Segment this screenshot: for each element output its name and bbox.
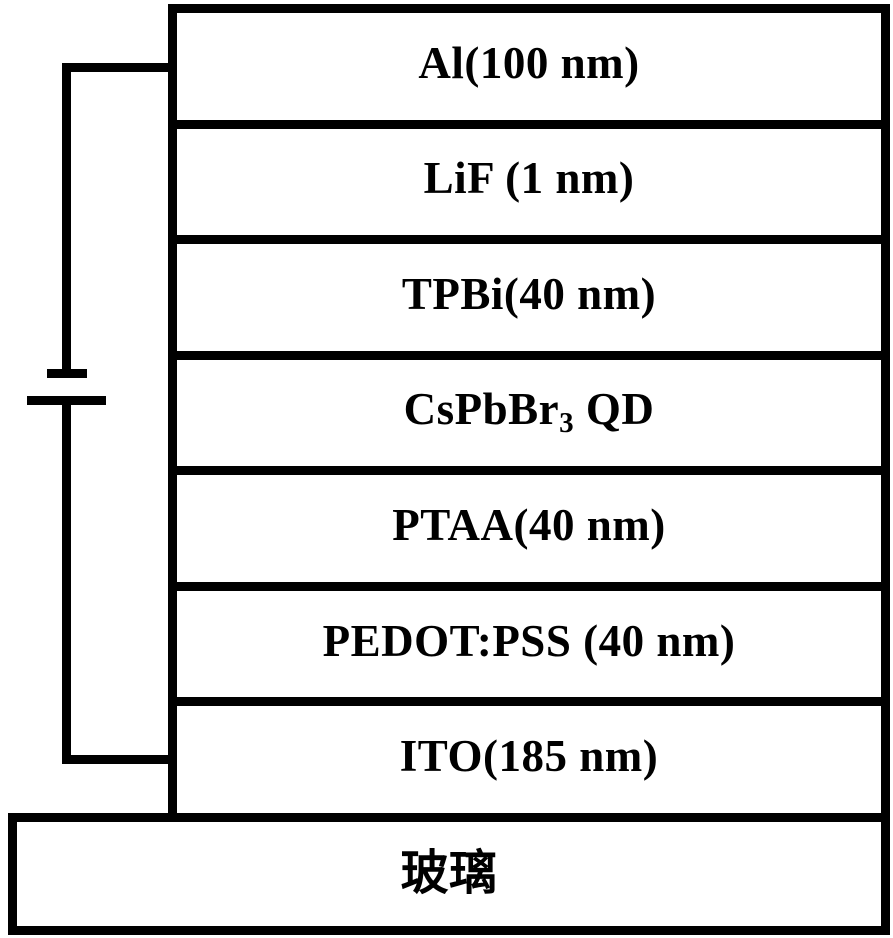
substrate-glass: 玻璃 bbox=[8, 813, 890, 935]
layer-tpbi: TPBi(40 nm) bbox=[177, 244, 881, 360]
layer-label-ptaa: PTAA(40 nm) bbox=[392, 500, 666, 551]
wire-vertical-upper bbox=[62, 63, 71, 369]
layer-label-lif: LiF (1 nm) bbox=[423, 153, 635, 204]
layer-label-cspbbr3-qd: CsPbBr3 QD bbox=[403, 384, 655, 440]
layer-label-pedot-pss: PEDOT:PSS (40 nm) bbox=[322, 615, 736, 666]
layer-cspbbr3-qd: CsPbBr3 QD bbox=[177, 359, 881, 476]
wire-bottom-to-anode bbox=[62, 755, 172, 764]
layer-label-al: Al(100 nm) bbox=[418, 37, 640, 88]
layer-ito: ITO(185 nm) bbox=[177, 706, 881, 814]
layer-ptaa: PTAA(40 nm) bbox=[177, 475, 881, 591]
layer-label-ito: ITO(185 nm) bbox=[399, 731, 659, 782]
layer-pedot-pss: PEDOT:PSS (40 nm) bbox=[177, 590, 881, 707]
layer-lif: LiF (1 nm) bbox=[177, 128, 881, 245]
layer-al: Al(100 nm) bbox=[177, 13, 881, 129]
substrate-label: 玻璃 bbox=[400, 847, 498, 900]
layer-stack: Al(100 nm) LiF (1 nm) TPBi(40 nm) CsPbBr… bbox=[168, 4, 890, 822]
layer-label-tpbi: TPBi(40 nm) bbox=[401, 268, 657, 319]
battery-negative-plate-icon bbox=[47, 369, 87, 378]
wire-vertical-lower bbox=[62, 405, 71, 764]
wire-top-to-cathode bbox=[62, 63, 172, 72]
battery-positive-plate-icon bbox=[27, 396, 106, 405]
